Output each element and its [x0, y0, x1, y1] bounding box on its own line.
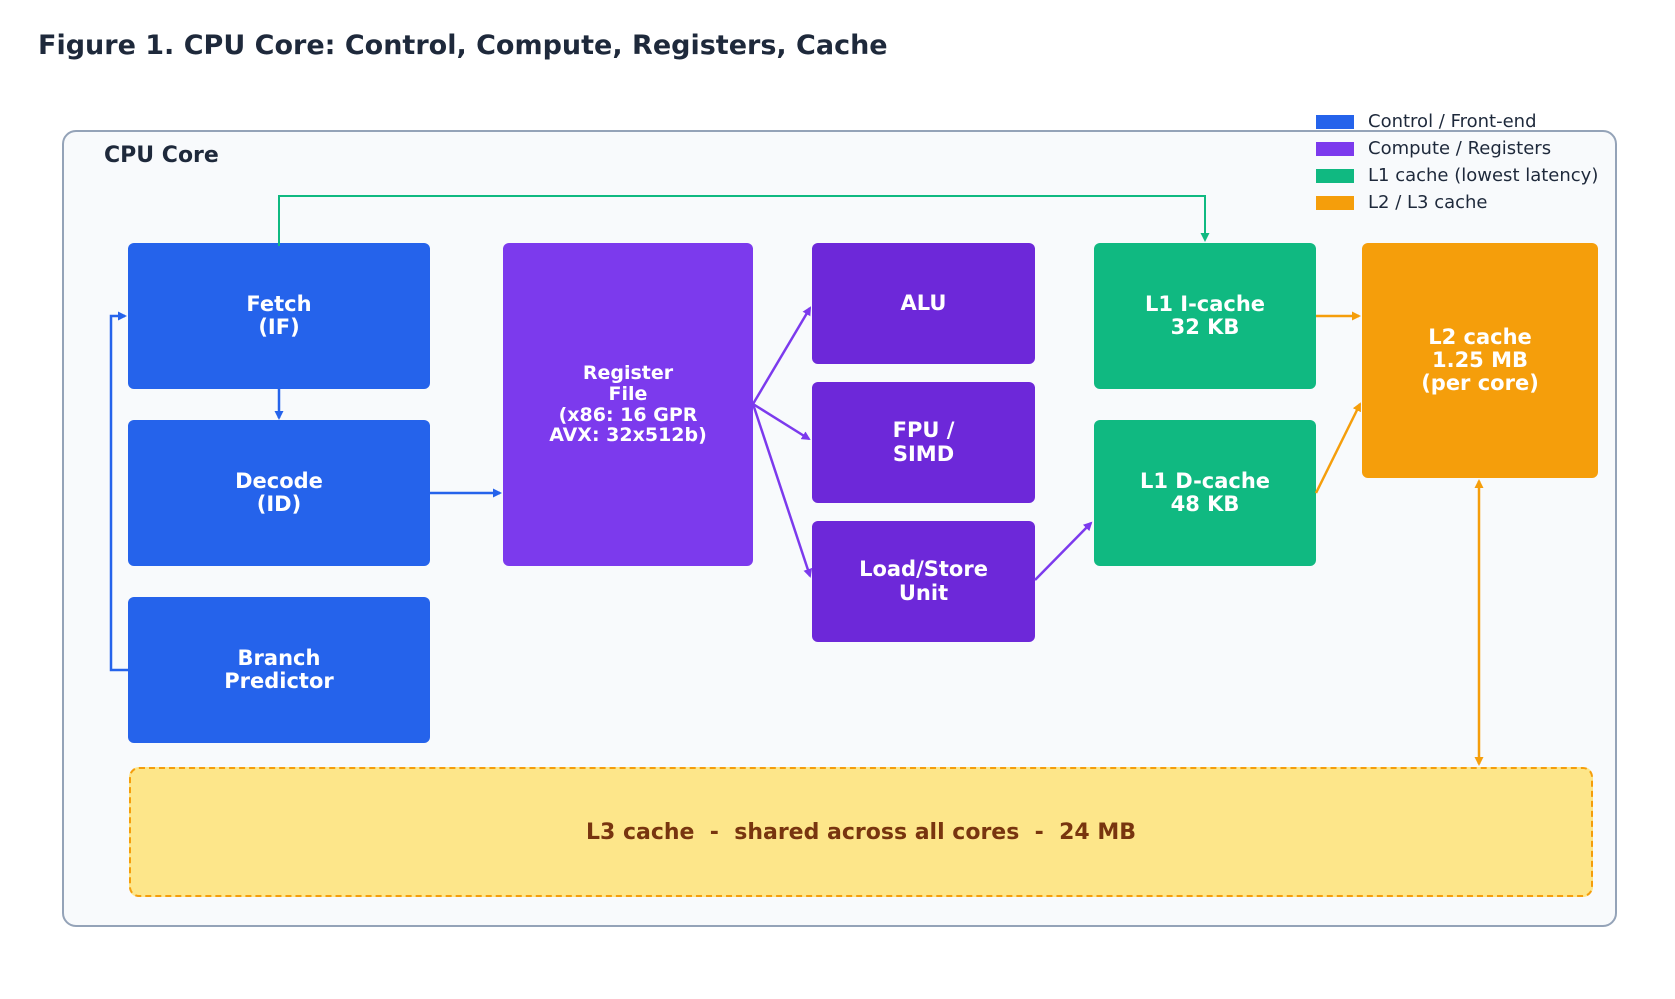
- legend-label-l2l3: L2 / L3 cache: [1368, 192, 1488, 213]
- fetch-to-l1i-arrow: [278, 195, 1210, 246]
- figure-title: Figure 1. CPU Core: Control, Compute, Re…: [38, 30, 888, 61]
- legend-item-l1: L1 cache (lowest latency): [1316, 162, 1598, 189]
- regfile-to-alu-arrow: [751, 306, 812, 405]
- legend: Control / Front-end Compute / Registers …: [1316, 108, 1598, 216]
- branch-to-fetch-arrow: [109, 311, 128, 672]
- legend-swatch-l2l3: [1316, 195, 1354, 210]
- legend-swatch-l1: [1316, 168, 1354, 183]
- legend-swatch-compute: [1316, 141, 1354, 156]
- legend-item-compute: Compute / Registers: [1316, 135, 1598, 162]
- l2-cache-block: L2 cache 1.25 MB (per core): [1362, 243, 1598, 478]
- fpu-simd-block: FPU / SIMD: [812, 382, 1035, 503]
- regfile-to-fpu-arrow: [752, 402, 811, 441]
- decode-block: Decode (ID): [128, 420, 430, 566]
- legend-label-l1: L1 cache (lowest latency): [1368, 165, 1599, 186]
- regfile-to-lsu-arrow: [751, 403, 813, 578]
- alu-block: ALU: [812, 243, 1035, 364]
- legend-item-control: Control / Front-end: [1316, 108, 1598, 135]
- l1d-to-l2-arrow: [1314, 402, 1362, 494]
- legend-label-control: Control / Front-end: [1368, 111, 1537, 132]
- legend-item-l2l3: L2 / L3 cache: [1316, 189, 1598, 216]
- legend-label-compute: Compute / Registers: [1368, 138, 1552, 159]
- branch-predictor-block: Branch Predictor: [128, 597, 430, 743]
- lsu-to-l1d-arrow: [1034, 521, 1093, 581]
- cpu-core-label: CPU Core: [104, 143, 219, 168]
- legend-swatch-control: [1316, 114, 1354, 129]
- register-file-block: Register File (x86: 16 GPR AVX: 32x512b): [503, 243, 753, 566]
- load-store-unit-block: Load/Store Unit: [812, 521, 1035, 642]
- l1-icache-block: L1 I-cache 32 KB: [1094, 243, 1316, 389]
- l1-dcache-block: L1 D-cache 48 KB: [1094, 420, 1316, 566]
- l3-cache-block: L3 cache - shared across all cores - 24 …: [129, 767, 1593, 897]
- fetch-block: Fetch (IF): [128, 243, 430, 389]
